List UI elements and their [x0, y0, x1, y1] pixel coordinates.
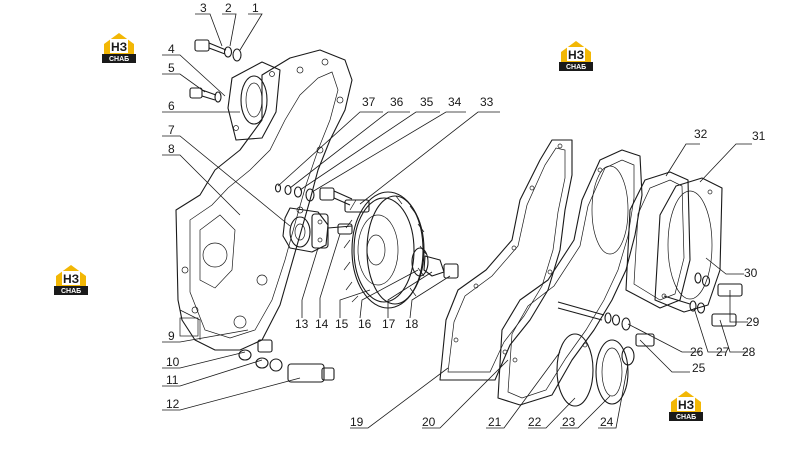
callout-19: 19 — [350, 415, 364, 429]
callout-23: 23 — [562, 415, 576, 429]
callout-10: 10 — [166, 355, 180, 369]
logo-caption: СНАБ — [109, 56, 129, 63]
logo-letters: НЗ — [568, 48, 584, 62]
thrust-plate-and-bolt — [411, 247, 459, 279]
callout-13: 13 — [295, 317, 309, 331]
callout-36: 36 — [390, 95, 404, 109]
callout-30: 30 — [744, 266, 758, 280]
callout-11: 11 — [166, 373, 179, 387]
callout-22: 22 — [528, 415, 542, 429]
callout-20: 20 — [422, 415, 436, 429]
callout-18: 18 — [405, 317, 419, 331]
logo-letters: НЗ — [678, 398, 694, 412]
callout-16: 16 — [358, 317, 372, 331]
callout-9: 9 — [168, 329, 175, 343]
callout-31: 31 — [752, 129, 766, 143]
callout-28: 28 — [742, 345, 756, 359]
large-gasket — [439, 139, 573, 381]
callout-12: 12 — [166, 397, 180, 411]
callout-25: 25 — [692, 361, 706, 375]
callout-1: 1 — [252, 1, 259, 15]
callout-14: 14 — [315, 317, 329, 331]
lower-dowels-and-bolt — [238, 339, 335, 383]
callout-3: 3 — [200, 1, 207, 15]
brand-logo-top-left: НЗ СНАБ — [100, 30, 138, 64]
callout-labels: 3 2 1 4 5 6 7 8 37 36 35 34 33 9 10 11 1… — [166, 1, 766, 429]
timing-gear — [343, 191, 427, 309]
brand-logo-bottom-right: НЗ СНАБ — [667, 388, 705, 422]
callout-7: 7 — [168, 123, 175, 137]
access-plate — [654, 177, 723, 313]
logo-caption: СНАБ — [676, 414, 696, 421]
callout-15: 15 — [335, 317, 349, 331]
timing-gear-housing — [175, 49, 353, 351]
crankshaft-seal — [556, 333, 635, 407]
brand-logo-middle-left: НЗ СНАБ — [52, 262, 90, 296]
callout-26: 26 — [690, 345, 704, 359]
callout-5: 5 — [168, 61, 175, 75]
callout-8: 8 — [168, 142, 175, 156]
callout-2: 2 — [225, 1, 232, 15]
hub-washers — [274, 183, 353, 206]
brand-logo-top-right: НЗ СНАБ — [557, 38, 595, 72]
callout-29: 29 — [746, 315, 760, 329]
callout-21: 21 — [488, 415, 502, 429]
logo-letters: НЗ — [63, 272, 79, 286]
callout-35: 35 — [420, 95, 434, 109]
callout-37: 37 — [362, 95, 376, 109]
callout-32: 32 — [694, 127, 708, 141]
callout-17: 17 — [382, 317, 396, 331]
idler-gear-hub — [282, 207, 329, 253]
logo-letters: НЗ — [111, 40, 127, 54]
leader-lines — [162, 13, 752, 429]
callout-6: 6 — [168, 99, 175, 113]
front-seal-plate — [227, 61, 281, 141]
logo-caption: СНАБ — [61, 288, 81, 295]
callout-33: 33 — [480, 95, 494, 109]
callout-4: 4 — [168, 42, 175, 56]
callout-34: 34 — [448, 95, 462, 109]
logo-caption: СНАБ — [566, 64, 586, 71]
bolt-left — [189, 87, 222, 103]
bolt-washer-set-top — [194, 39, 242, 62]
front-cover — [497, 149, 643, 406]
gear-bolts — [327, 199, 370, 235]
cover-bolts — [557, 272, 743, 347]
callout-24: 24 — [600, 415, 614, 429]
callout-27: 27 — [716, 345, 730, 359]
